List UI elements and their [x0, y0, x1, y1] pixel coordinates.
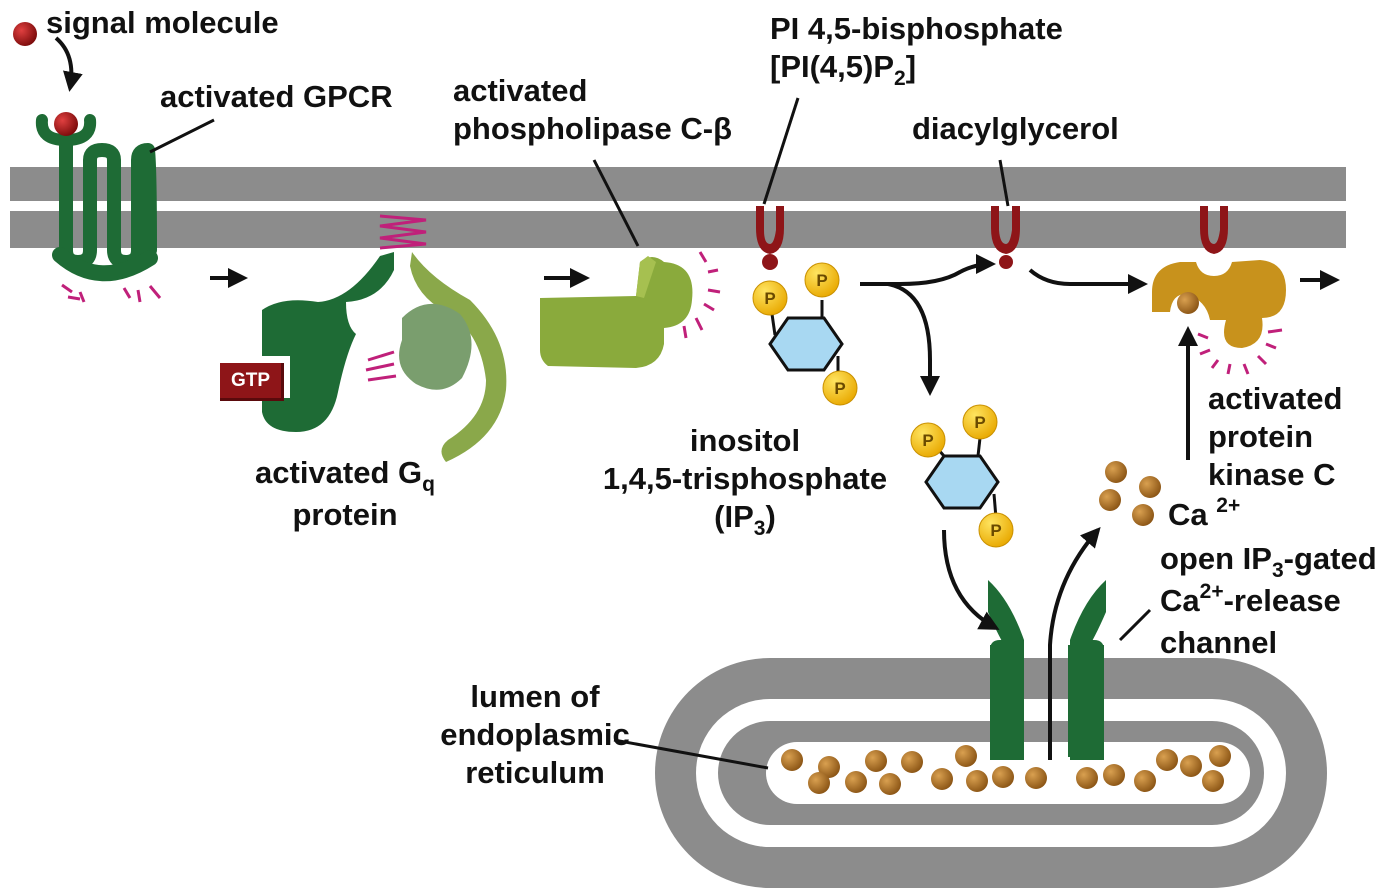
phosphate-label: P	[816, 271, 827, 290]
pip2-label-line1: PI 4,5-bisphosphate	[770, 11, 1063, 46]
phospholipase-c-beta	[540, 251, 721, 368]
phosphate-label: P	[834, 379, 845, 398]
signal-molecule-icon	[13, 22, 37, 46]
channel-label-line3: channel	[1160, 625, 1278, 660]
gq-label-line1: activated Gq	[255, 455, 435, 496]
signal-binding-arrow	[54, 36, 83, 92]
calcium-label: Ca 2+	[1168, 494, 1241, 532]
phosphate-label: P	[922, 431, 933, 450]
er-label-line2: endoplasmic	[440, 717, 630, 752]
pip2-label-line2: [PI(4,5)P2]	[770, 49, 917, 90]
channel-label: open IP3-gated Ca2+-release channel	[1160, 540, 1377, 662]
gq-protein	[262, 214, 507, 462]
pip2-label: PI 4,5-bisphosphate [PI(4,5)P2]	[770, 10, 1063, 90]
plc-label: activated phospholipase C-β	[453, 72, 732, 148]
gq-label-line2: protein	[292, 497, 398, 532]
er-label-line1: lumen of	[470, 679, 600, 714]
gpcr-activation-marks	[61, 283, 162, 303]
protein-kinase-c	[1152, 260, 1286, 375]
diacylglycerol-label: diacylglycerol	[912, 111, 1119, 146]
pip2-headgroup: P P P	[752, 262, 858, 406]
cytosolic-calcium-ions	[1099, 461, 1161, 526]
signal-molecule-label: signal molecule	[46, 5, 279, 40]
dag-molecules	[756, 206, 1228, 270]
plasma-membrane	[10, 167, 1346, 248]
channel-label-line2: Ca2+-release	[1160, 580, 1341, 618]
gtp-badge: GTP	[220, 363, 284, 401]
ip3-label-line2: 1,4,5-trisphosphate	[602, 461, 888, 496]
gq-protein-label: activated Gq protein	[255, 454, 435, 534]
activated-gpcr-label: activated GPCR	[160, 79, 393, 114]
bound-signal-molecule	[54, 112, 78, 136]
pkc-label-line3: kinase C	[1208, 457, 1336, 492]
phosphate-label: P	[990, 521, 1001, 540]
er-lumen-label: lumen of endoplasmic reticulum	[440, 678, 630, 792]
pathway-arrows	[210, 254, 1340, 630]
ip3-molecule: P P P	[910, 404, 1014, 548]
channel-label-line1: open IP3-gated	[1160, 541, 1377, 582]
ip3-label-line1: inositol	[689, 423, 801, 458]
ip3-label-line3: (IP3)	[714, 499, 776, 540]
pkc-label: activated protein kinase C	[1208, 380, 1342, 494]
label-leader-lines	[149, 97, 1152, 770]
gpcr-receptor	[35, 114, 158, 282]
phosphate-label: P	[764, 289, 775, 308]
phosphate-label: P	[974, 413, 985, 432]
er-calcium-ions	[781, 745, 1231, 795]
plc-label-line2: phospholipase C-β	[453, 111, 732, 146]
plc-label-line1: activated	[453, 73, 588, 108]
er-label-line3: reticulum	[465, 755, 605, 790]
pkc-label-line2: protein	[1208, 419, 1314, 454]
pkc-label-line1: activated	[1208, 381, 1343, 416]
ip3-label: inositol 1,4,5-trisphosphate (IP3)	[603, 422, 887, 540]
